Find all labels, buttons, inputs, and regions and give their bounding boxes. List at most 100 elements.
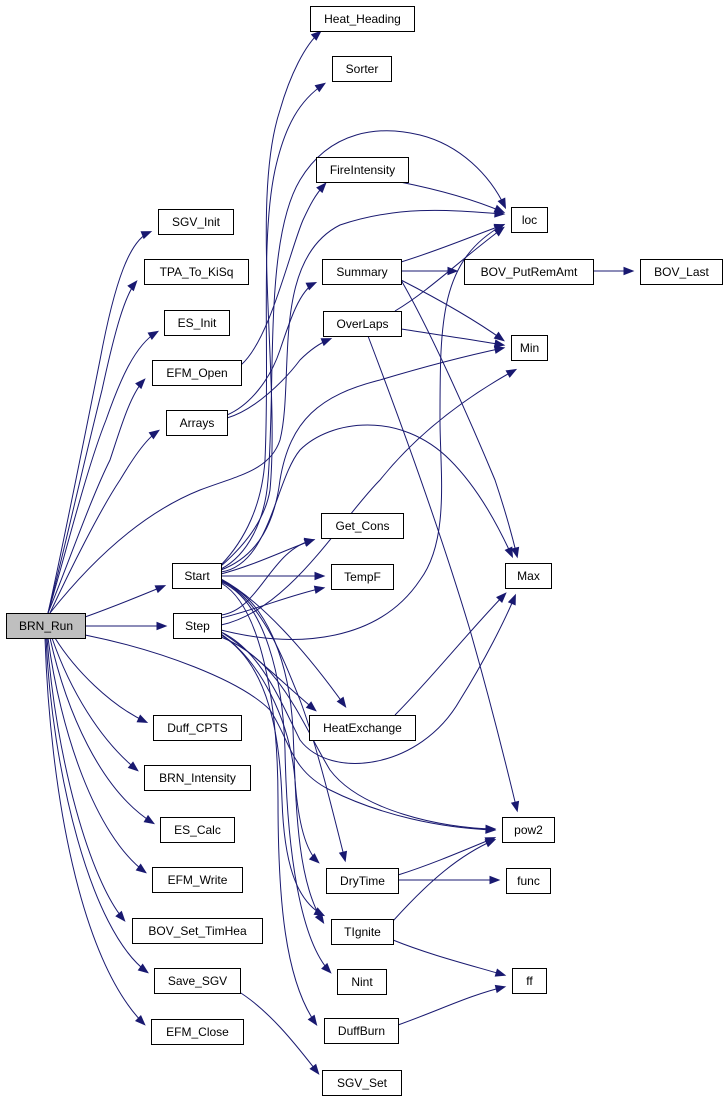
edge-line (220, 130, 506, 570)
edge-line (47, 379, 145, 614)
node-brn-intensity[interactable]: BRN_Intensity (144, 765, 251, 791)
edge-start-to-min (220, 345, 506, 571)
node-bov-set-timhea[interactable]: BOV_Set_TimHea (132, 918, 263, 944)
node-ff[interactable]: ff (512, 968, 547, 994)
node-bov-putremamt[interactable]: BOV_PutRemAmt (464, 259, 594, 285)
edge-line (220, 595, 516, 764)
node-save-sgv[interactable]: Save_SGV (154, 968, 241, 994)
edge-arrowhead (510, 800, 520, 813)
edge-start-to-nint (220, 581, 332, 974)
node-fireintensity[interactable]: FireIntensity (316, 157, 409, 183)
node-box (144, 259, 249, 285)
node-step[interactable]: Step (173, 613, 222, 639)
edge-fireintensity-to-loc (399, 181, 506, 213)
node-tpa-to-kisq[interactable]: TPA_To_KiSq (144, 259, 249, 285)
node-efm-open[interactable]: EFM_Open (152, 360, 242, 386)
node-box (511, 207, 548, 233)
node-box (166, 410, 228, 436)
edge-line (47, 637, 146, 873)
node-es-calc[interactable]: ES_Calc (160, 817, 235, 843)
node-label: Summary (336, 265, 387, 279)
node-nint[interactable]: Nint (337, 969, 387, 995)
edge-line (220, 580, 324, 923)
node-efm-close[interactable]: EFM_Close (151, 1019, 244, 1045)
edge-start-to-sorter (220, 82, 326, 566)
node-tempf[interactable]: TempF (331, 564, 394, 590)
node-efm-write[interactable]: EFM_Write (152, 867, 243, 893)
node-start[interactable]: Start (172, 563, 222, 589)
edge-line (220, 539, 314, 616)
node-heat-heading[interactable]: Heat_Heading (310, 6, 415, 32)
edge-line (220, 424, 513, 573)
edge-arrowhead (309, 1063, 320, 1075)
node-es-init[interactable]: ES_Init (164, 310, 230, 336)
node-get-cons[interactable]: Get_Cons (321, 513, 404, 539)
edge-overlaps-to-min (400, 328, 506, 348)
node-box (512, 968, 547, 994)
node-duff-cpts[interactable]: Duff_CPTS (153, 715, 242, 741)
node-sorter[interactable]: Sorter (332, 56, 392, 82)
node-pow2[interactable]: pow2 (502, 817, 555, 843)
edge-line (367, 335, 518, 811)
edges-layer (44, 30, 635, 1075)
edge-brn-run-to-save-sgv (45, 637, 149, 974)
edge-brn-run-to-tpa-to-kisq (47, 280, 138, 614)
node-label: func (517, 874, 540, 888)
node-summary[interactable]: Summary (322, 259, 402, 285)
node-sgv-set[interactable]: SGV_Set (322, 1070, 402, 1096)
edge-line (226, 338, 331, 419)
edge-line (220, 587, 324, 619)
node-max[interactable]: Max (505, 563, 552, 589)
node-box (322, 1070, 402, 1096)
node-box (6, 613, 86, 639)
node-overlaps[interactable]: OverLaps (323, 311, 402, 337)
edge-line (45, 637, 148, 973)
edge-arrowhead (148, 429, 160, 440)
node-box (154, 968, 241, 994)
node-label: Save_SGV (168, 974, 227, 988)
edge-arrowhead (493, 204, 506, 213)
node-drytime[interactable]: DryTime (326, 868, 399, 894)
node-label: BOV_Last (654, 265, 709, 279)
edge-arrowhead (493, 331, 505, 342)
node-label: loc (522, 213, 537, 227)
edge-bov-putremamt-to-bov-last (593, 266, 635, 276)
edge-line (46, 637, 125, 921)
edge-arrowhead (510, 546, 520, 559)
node-heatexchange[interactable]: HeatExchange (309, 715, 416, 741)
edge-brn-run-to-step (85, 621, 168, 631)
edge-brn-run-to-efm-close (44, 637, 146, 1026)
edge-line (47, 231, 151, 614)
edge-overlaps-to-pow2 (367, 335, 520, 813)
edge-arrowhead (505, 368, 518, 378)
edge-line (84, 585, 165, 618)
edge-arrowhead (623, 266, 635, 276)
edge-line (49, 209, 504, 614)
edge-arrowhead (308, 853, 320, 864)
node-brn-run[interactable]: BRN_Run (6, 613, 86, 639)
node-duffburn[interactable]: DuffBurn (324, 1018, 399, 1044)
edge-start-to-drytime (220, 579, 348, 863)
node-sgv-init[interactable]: SGV_Init (158, 209, 234, 235)
node-box (321, 513, 404, 539)
edge-start-to-loc (220, 130, 507, 570)
node-bov-last[interactable]: BOV_Last (640, 259, 723, 285)
edge-arrowhead (135, 378, 146, 390)
node-min[interactable]: Min (511, 335, 548, 361)
node-tignite[interactable]: TIgnite (331, 919, 394, 945)
edge-step-to-pow2 (220, 636, 497, 834)
node-func[interactable]: func (506, 868, 551, 894)
edge-summary-to-loc (400, 223, 506, 263)
node-loc[interactable]: loc (511, 207, 548, 233)
edge-line (220, 633, 319, 863)
node-label: EFM_Open (166, 366, 227, 380)
node-arrays[interactable]: Arrays (166, 410, 228, 436)
node-label: BRN_Run (19, 619, 73, 633)
edge-arrowhead (154, 585, 167, 594)
edge-step-to-max (220, 593, 516, 764)
node-box (153, 715, 242, 741)
edge-arrowhead (140, 231, 153, 240)
node-label: OverLaps (336, 317, 388, 331)
node-box (502, 817, 555, 843)
node-label: ff (526, 974, 533, 988)
